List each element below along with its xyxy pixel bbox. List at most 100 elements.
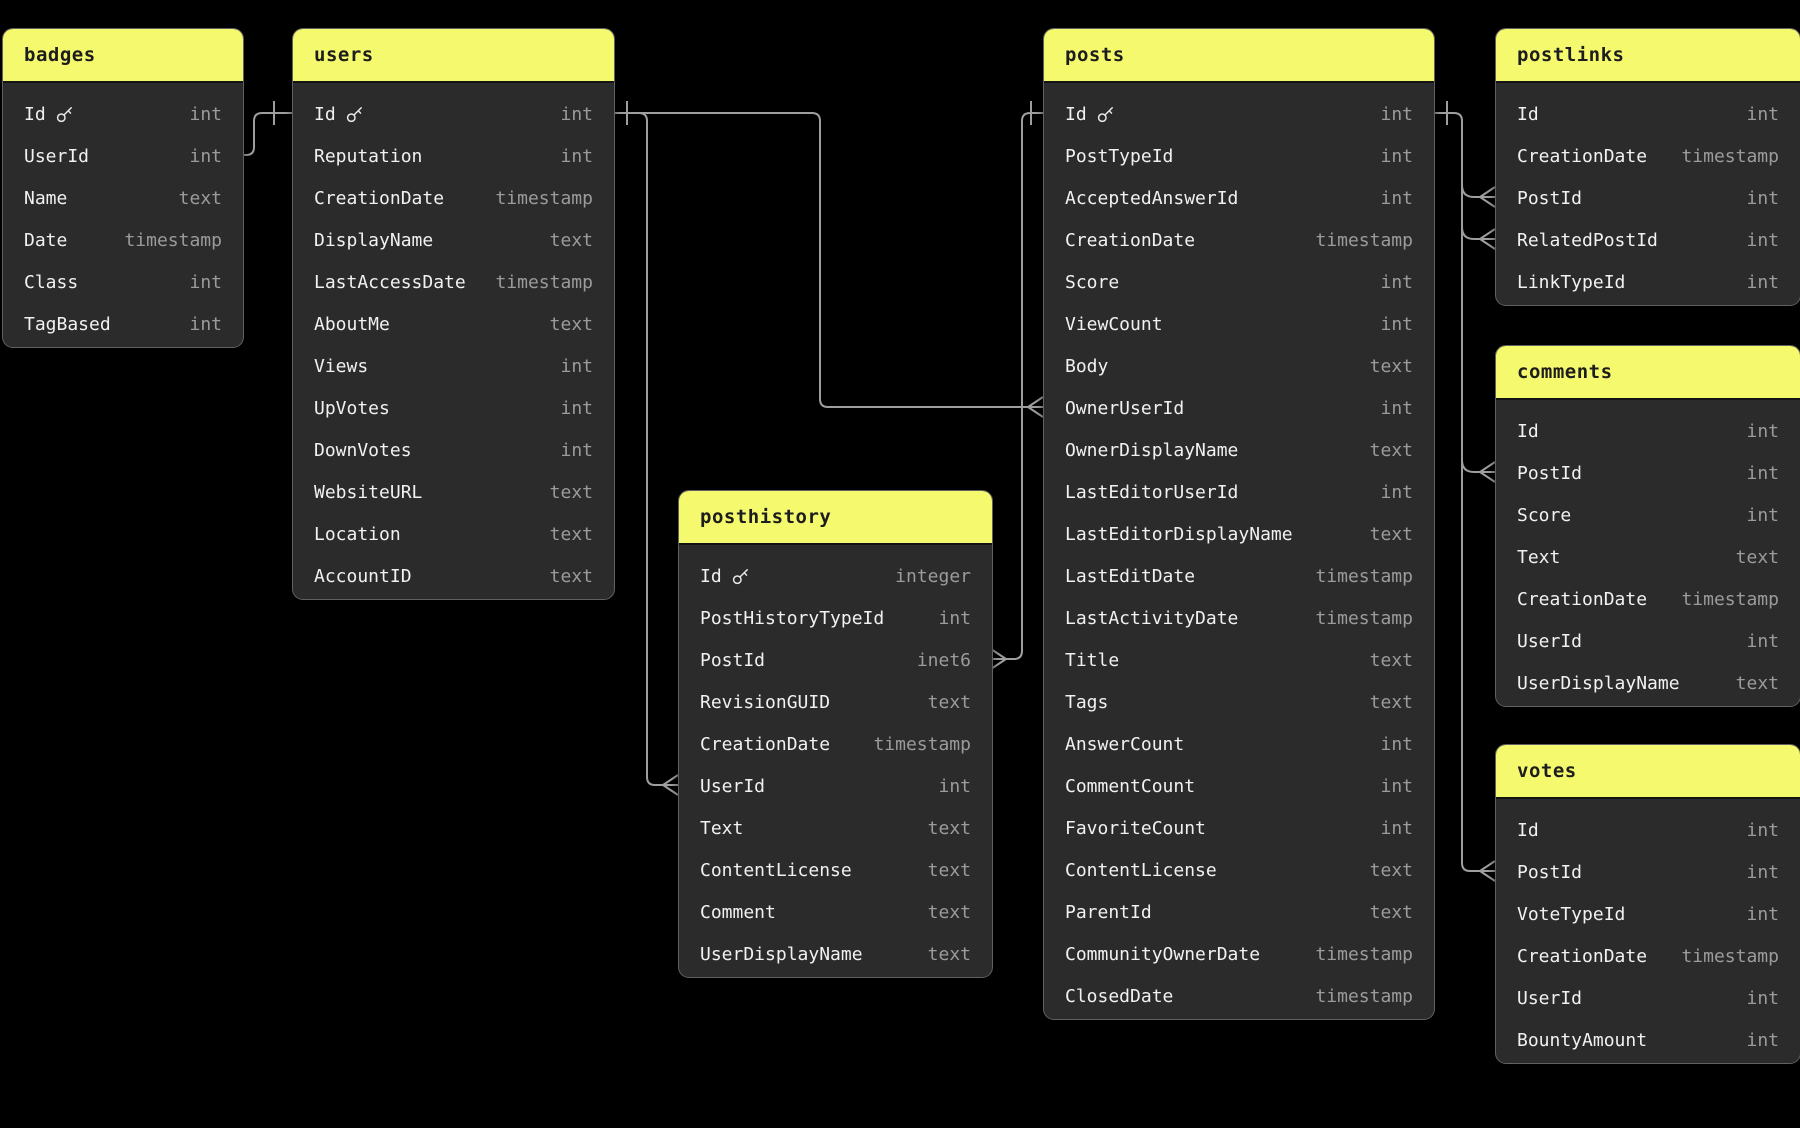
field-type: int — [560, 397, 593, 419]
field-type: int — [1380, 103, 1413, 125]
table-posts-header[interactable]: posts — [1044, 29, 1434, 83]
field-type: timestamp — [495, 271, 593, 293]
table-votes-header[interactable]: votes — [1496, 745, 1800, 799]
table-postlinks-header[interactable]: postlinks — [1496, 29, 1800, 83]
table-comments-header[interactable]: comments — [1496, 346, 1800, 400]
field-name-label: Id — [314, 103, 336, 125]
field-type: text — [927, 691, 971, 713]
field-type: int — [938, 607, 971, 629]
field-name: ContentLicense — [1065, 860, 1217, 881]
field-name-label: Reputation — [314, 145, 423, 167]
relationship-posts-comments — [1461, 459, 1496, 483]
table-posthistory-header[interactable]: posthistory — [679, 491, 992, 545]
relationship-users-posthistory — [613, 101, 679, 796]
table-badges-header[interactable]: badges — [3, 29, 243, 83]
field-name: LinkTypeId — [1517, 272, 1625, 293]
field-name-label: PostTypeId — [1065, 145, 1174, 167]
table-posthistory-title: posthistory — [700, 506, 832, 528]
table-users-header[interactable]: users — [293, 29, 614, 83]
field-users-CreationDate[interactable]: CreationDate timestamp — [293, 177, 614, 219]
field-type: timestamp — [495, 187, 593, 209]
field-name: CreationDate — [314, 188, 444, 209]
field-name-label: AboutMe — [314, 313, 390, 335]
field-type: text — [927, 901, 971, 923]
